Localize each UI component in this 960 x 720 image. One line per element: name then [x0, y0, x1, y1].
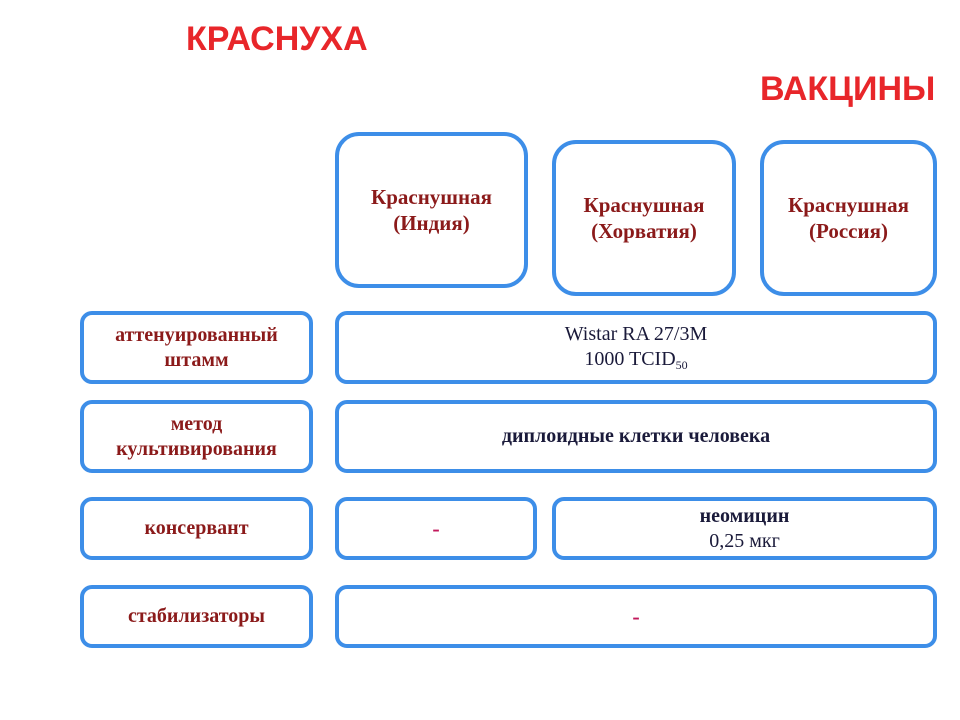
- dash-value: -: [432, 515, 440, 541]
- vaccine-country: (Хорватия): [591, 219, 697, 243]
- vaccine-country: (Россия): [809, 219, 888, 243]
- label-line: культивирования: [116, 437, 277, 460]
- row-value-stabilizers: -: [335, 585, 937, 648]
- row-value-preservative-india: -: [335, 497, 537, 560]
- dose-text: 1000 TCID: [584, 348, 676, 370]
- vaccine-header-russia: Краснушная (Россия): [760, 140, 937, 296]
- row-value-strain: Wistar RA 27/3M 1000 TCID50: [335, 311, 937, 384]
- vaccine-name: Краснушная: [583, 192, 705, 217]
- row-label-stabilizers: стабилизаторы: [80, 585, 313, 648]
- strain-name: Wistar RA 27/3M: [564, 323, 708, 345]
- row-value-method: диплоидные клетки человека: [335, 400, 937, 473]
- row-label-method: метод культивирования: [80, 400, 313, 473]
- method-value: диплоидные клетки человека: [501, 425, 771, 447]
- label-line: консервант: [144, 517, 249, 539]
- row-value-preservative-other: неомицин 0,25 мкг: [552, 497, 937, 560]
- row-label-preservative: консервант: [80, 497, 313, 560]
- strain-dose: 1000 TCID50: [584, 347, 687, 373]
- label-line: штамм: [164, 348, 229, 371]
- vaccine-header-croatia: Краснушная (Хорватия): [552, 140, 736, 296]
- section-title: ВАКЦИНЫ: [760, 70, 936, 108]
- vaccine-country: (Индия): [393, 211, 470, 235]
- dose-subscript: 50: [675, 358, 688, 372]
- vaccine-name: Краснушная: [370, 184, 493, 209]
- label-line: стабилизаторы: [127, 605, 266, 627]
- row-label-strain: аттенуированный штамм: [80, 311, 313, 384]
- vaccine-name: Краснушная: [787, 192, 910, 217]
- label-line: метод: [170, 412, 223, 435]
- preservative-dose: 0,25 мкг: [709, 529, 780, 552]
- page-title: КРАСНУХА: [186, 20, 368, 58]
- dash-value: -: [632, 603, 640, 629]
- vaccine-header-india: Краснушная (Индия): [335, 132, 528, 288]
- preservative-name: неомицин: [699, 504, 790, 527]
- label-line: аттенуированный: [115, 323, 278, 346]
